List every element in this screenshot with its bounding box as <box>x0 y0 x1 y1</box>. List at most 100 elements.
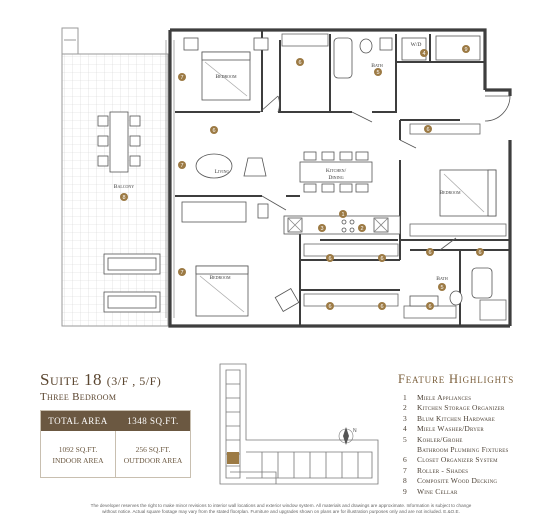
feature-number: 3 <box>403 413 407 423</box>
label-bedroom-bottom: Bedroom <box>209 275 231 281</box>
feature-text: Blum Kitchen Hardware <box>417 413 495 423</box>
svg-text:6: 6 <box>428 250 431 256</box>
feature-number: 7 <box>403 465 407 475</box>
marker: 9 <box>462 45 470 53</box>
marker: 6 <box>424 125 432 133</box>
disclaimer-line-2: without notice. Actual square footage ma… <box>102 509 460 514</box>
bath-bottom-fixtures <box>409 267 493 307</box>
label-living: Living <box>215 169 230 175</box>
suite-title: Suite 18 (3/F , 5/F) <box>40 370 161 390</box>
dining-table <box>299 151 373 193</box>
windows <box>165 40 175 318</box>
feature-item: Bathroom Plumbing Fixtures <box>403 445 508 455</box>
feature-item: 8 Composite Wood Decking <box>403 476 508 486</box>
area-table: TOTAL AREA 1348 SQ.FT. 1092 SQ.FT. INDOO… <box>40 410 191 478</box>
feature-number: 8 <box>403 476 407 486</box>
area-header: TOTAL AREA 1348 SQ.FT. <box>41 411 190 431</box>
svg-text:6: 6 <box>328 256 331 262</box>
outdoor-area-value: 256 SQ.FT. <box>135 445 171 454</box>
svg-text:6: 6 <box>298 60 301 66</box>
feature-markers: 7 6 5 4 9 7 6 6 8 1 3 2 7 6 6 6 6 5 6 6 … <box>120 45 484 310</box>
label-dining: Dining <box>328 175 343 181</box>
marker: 8 <box>120 193 128 201</box>
marker: 6 <box>378 254 386 262</box>
feature-text: Miele Washer/Dryer <box>417 424 484 434</box>
feature-number: 9 <box>403 486 407 496</box>
feature-number: 6 <box>403 455 407 465</box>
area-divider <box>115 431 116 477</box>
svg-text:1: 1 <box>341 212 344 218</box>
marker: 3 <box>318 224 326 232</box>
feature-number: 2 <box>403 403 407 413</box>
balcony-area <box>61 27 169 327</box>
feature-highlights-title: Feature Highlights <box>398 372 514 386</box>
svg-text:6: 6 <box>328 304 331 310</box>
marker: 7 <box>178 268 186 276</box>
disclaimer: The developer reserves the right to make… <box>46 503 516 515</box>
label-bath-bottom: Bath <box>436 276 448 282</box>
marker: 6 <box>476 248 484 256</box>
svg-text:7: 7 <box>180 75 183 81</box>
suite-subtitle: Three Bedroom <box>40 391 117 403</box>
kitchen-counter <box>283 215 401 235</box>
svg-text:2: 2 <box>360 226 363 232</box>
compass-letter: N <box>353 428 357 434</box>
svg-text:4: 4 <box>422 51 425 57</box>
marker: 7 <box>178 73 186 81</box>
exterior-walls <box>168 28 512 328</box>
bed-right <box>439 169 497 217</box>
svg-text:6: 6 <box>428 304 431 310</box>
marker: 6 <box>326 254 334 262</box>
bath-top-fixtures <box>333 35 481 79</box>
label-kitchen: Kitchen/ <box>326 168 347 174</box>
feature-text: Miele Appliances <box>417 393 472 402</box>
feature-item: 3 Blum Kitchen Hardware <box>403 414 508 424</box>
bed-top <box>183 37 269 101</box>
marker: 5 <box>374 68 382 76</box>
marker: 6 <box>326 302 334 310</box>
feature-text: Wine Cellar <box>417 486 458 496</box>
total-area-value: 1348 SQ.FT. <box>127 416 179 426</box>
outdoor-area: 256 SQ.FT. OUTDOOR AREA <box>116 444 190 466</box>
marker: 1 <box>339 210 347 218</box>
suite-name: Suite 18 <box>40 370 103 389</box>
marker: 4 <box>420 49 428 57</box>
compass-icon: N <box>338 427 357 445</box>
svg-text:5: 5 <box>440 285 443 291</box>
marker: 2 <box>358 224 366 232</box>
feature-item: 2 Kitchen Storage Organizer <box>403 403 508 413</box>
label-wd: W/D <box>411 42 422 48</box>
feature-item: 4 Miele Washer/Dryer <box>403 424 508 434</box>
svg-text:6: 6 <box>212 128 215 134</box>
svg-text:3: 3 <box>320 226 323 232</box>
balcony-loungers <box>103 253 161 313</box>
svg-text:5: 5 <box>376 70 379 76</box>
key-plan: N <box>219 363 379 485</box>
feature-text: Kitchen Storage Organizer <box>417 403 505 413</box>
marker: 6 <box>210 126 218 134</box>
outdoor-area-label: OUTDOOR AREA <box>123 456 183 465</box>
indoor-area-label: INDOOR AREA <box>52 456 104 465</box>
doors <box>259 95 511 251</box>
floor-plan: Bedroom Bath W/D Kitchen/ Dining Living … <box>61 27 512 328</box>
suite-floors: (3/F , 5/F) <box>106 374 162 388</box>
svg-text:9: 9 <box>464 47 467 53</box>
suite-highlight <box>227 452 239 464</box>
svg-text:7: 7 <box>180 163 183 169</box>
marker: 6 <box>378 302 386 310</box>
feature-text: Composite Wood Decking <box>417 476 498 486</box>
disclaimer-line-1: The developer reserves the right to make… <box>90 503 472 508</box>
svg-text:6: 6 <box>426 127 429 133</box>
total-area-label: TOTAL AREA <box>48 416 108 426</box>
feature-number: 4 <box>403 424 407 434</box>
marker: 7 <box>178 161 186 169</box>
feature-text: Kohler/Grohe <box>417 434 463 444</box>
interior-walls <box>175 30 510 326</box>
label-balcony: Balcony <box>114 184 135 190</box>
label-bath-top: Bath <box>371 63 383 69</box>
marker: 6 <box>296 58 304 66</box>
